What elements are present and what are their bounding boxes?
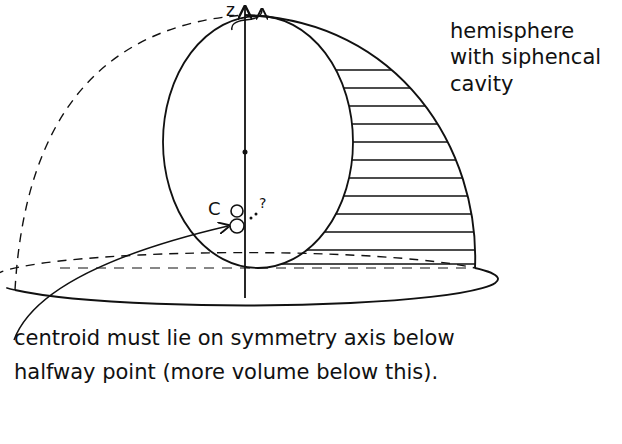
dome-outline	[245, 15, 475, 268]
midpoint-dot	[243, 150, 248, 155]
centroid-label: C	[208, 198, 221, 221]
dot	[250, 217, 253, 220]
note-text: centroid must lie on symmetry axis below…	[14, 322, 459, 389]
cut-line	[60, 267, 470, 268]
spherical-cavity	[163, 16, 353, 268]
base-back	[0, 253, 475, 290]
axis-label: z	[226, 0, 235, 21]
note-text: hemisphere with siphencal cavity	[450, 18, 618, 97]
centroid-mark	[230, 219, 244, 233]
dot	[255, 213, 258, 216]
centroid-mark	[231, 205, 243, 217]
leader-line	[14, 226, 228, 340]
rotation-arrow	[232, 10, 262, 30]
dome-back-outline	[15, 15, 245, 290]
question-mark: ?	[259, 195, 266, 213]
